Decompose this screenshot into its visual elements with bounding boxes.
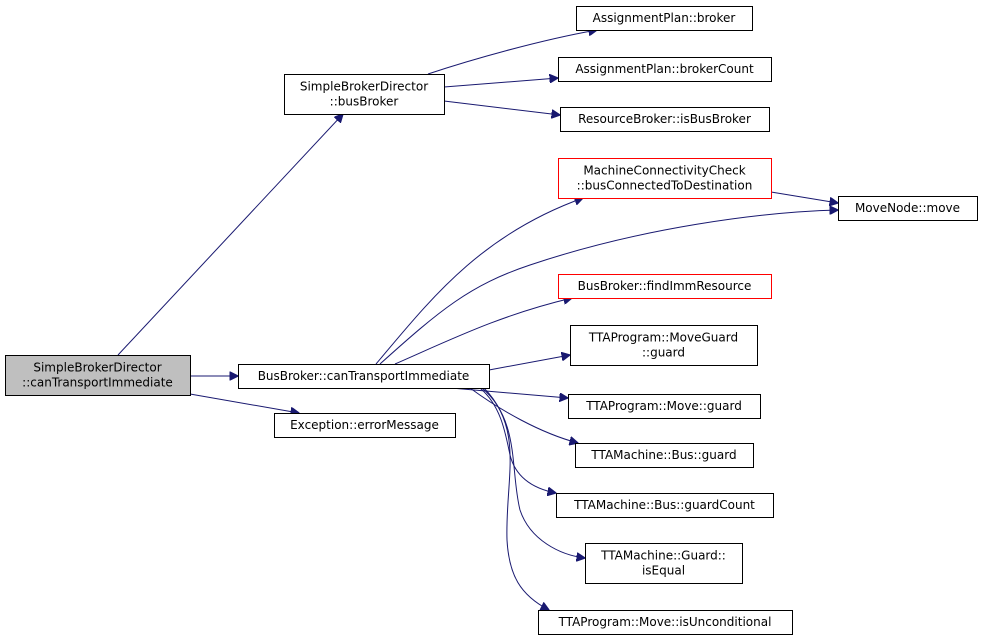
node-box[interactable]: [538, 610, 793, 635]
node-mn_move[interactable]: MoveNode::move: [838, 196, 978, 221]
node-ap_broker[interactable]: AssignmentPlan::broker: [576, 6, 753, 31]
node-ttam_bus_guard[interactable]: TTAMachine::Bus::guard: [575, 443, 754, 468]
node-box[interactable]: [558, 57, 772, 82]
edge-bb_canTransportImmediate-to-mcc_busConnected: [375, 198, 583, 365]
node-ttam_guard_isEqual[interactable]: TTAMachine::Guard::isEqual: [585, 543, 743, 584]
node-box[interactable]: [556, 493, 774, 518]
edge-bb_canTransportImmediate-to-ttap_move_guard: [450, 387, 568, 398]
node-label-line: TTAMachine::Bus::guard: [590, 448, 736, 462]
edge-sbd_canTransportImmediate-to-exc_errorMessage: [189, 393, 299, 413]
node-label-line: ::canTransportImmediate: [22, 376, 173, 390]
edge-sbd_busBroker-to-ap_broker: [427, 30, 597, 75]
edge-bb_canTransportImmediate-to-ttam_bus_guard: [469, 387, 578, 443]
edge-sbd_canTransportImmediate-to-sbd_busBroker: [117, 114, 343, 356]
node-label-line: AssignmentPlan::brokerCount: [575, 62, 754, 76]
edge-sbd_busBroker-to-ap_brokerCount: [443, 78, 558, 88]
node-label-line: ::busBroker: [330, 95, 399, 109]
node-ttap_move_isUnconditional[interactable]: TTAProgram::Move::isUnconditional: [538, 610, 793, 635]
node-box[interactable]: [558, 158, 772, 199]
node-box[interactable]: [575, 443, 754, 468]
node-sbd_busBroker[interactable]: SimpleBrokerDirector::busBroker: [284, 74, 445, 115]
edge-mcc_busConnected-to-mn_move: [770, 191, 838, 203]
node-label-line: Exception::errorMessage: [290, 418, 439, 432]
node-label-line: MoveNode::move: [855, 201, 960, 215]
node-label-line: TTAMachine::Bus::guardCount: [573, 498, 755, 512]
node-label-line: AssignmentPlan::broker: [593, 11, 736, 25]
edge-bb_canTransportImmediate-to-bb_findImmResource: [394, 298, 572, 365]
node-label-line: TTAMachine::Guard::: [600, 549, 726, 563]
node-rb_isBusBroker[interactable]: ResourceBroker::isBusBroker: [560, 107, 770, 132]
node-box[interactable]: [560, 107, 770, 132]
node-label-line: TTAProgram::MoveGuard: [588, 331, 738, 345]
node-box[interactable]: [568, 394, 761, 419]
node-label-line: BusBroker::findImmResource: [578, 279, 752, 293]
edges-layer: [117, 30, 838, 610]
node-box[interactable]: [5, 355, 191, 396]
node-label-line: ::busConnectedToDestination: [577, 179, 753, 193]
node-ttap_move_guard[interactable]: TTAProgram::Move::guard: [568, 394, 761, 419]
node-label-line: SimpleBrokerDirector: [300, 80, 428, 94]
node-label-line: ::guard: [642, 346, 685, 360]
node-label-line: MachineConnectivityCheck: [583, 164, 745, 178]
edge-bb_canTransportImmediate-to-ttam_bus_guardCount: [479, 387, 556, 493]
node-ttap_moveguard_guard[interactable]: TTAProgram::MoveGuard::guard: [570, 325, 758, 366]
node-box[interactable]: [558, 274, 772, 299]
node-box[interactable]: [585, 543, 743, 584]
node-bb_findImmResource[interactable]: BusBroker::findImmResource: [558, 274, 772, 299]
node-label-line: TTAProgram::Move::guard: [585, 399, 742, 413]
node-exc_errorMessage[interactable]: Exception::errorMessage: [274, 413, 456, 438]
node-ttam_bus_guardCount[interactable]: TTAMachine::Bus::guardCount: [556, 493, 774, 518]
node-label-line: BusBroker::canTransportImmediate: [258, 369, 470, 383]
node-mcc_busConnected[interactable]: MachineConnectivityCheck::busConnectedTo…: [558, 158, 772, 199]
node-ap_brokerCount[interactable]: AssignmentPlan::brokerCount: [558, 57, 772, 82]
node-label-line: SimpleBrokerDirector: [33, 361, 161, 375]
edge-bb_canTransportImmediate-to-ttap_move_isUnconditional: [483, 387, 549, 610]
node-box[interactable]: [238, 364, 490, 389]
edge-bb_canTransportImmediate-to-mn_move: [379, 210, 838, 365]
edge-sbd_busBroker-to-rb_isBusBroker: [443, 100, 560, 115]
node-box[interactable]: [576, 6, 753, 31]
node-label-line: ResourceBroker::isBusBroker: [578, 112, 751, 126]
node-label-line: isEqual: [642, 564, 685, 578]
node-box[interactable]: [274, 413, 456, 438]
node-bb_canTransportImmediate[interactable]: BusBroker::canTransportImmediate: [238, 364, 490, 389]
nodes-layer: SimpleBrokerDirector::canTransportImmedi…: [5, 6, 978, 635]
node-sbd_canTransportImmediate[interactable]: SimpleBrokerDirector::canTransportImmedi…: [5, 355, 191, 396]
node-label-line: TTAProgram::Move::isUnconditional: [558, 615, 772, 629]
node-box[interactable]: [570, 325, 758, 366]
edge-bb_canTransportImmediate-to-ttap_moveguard_guard: [488, 355, 570, 371]
node-box[interactable]: [838, 196, 978, 221]
node-box[interactable]: [284, 74, 445, 115]
